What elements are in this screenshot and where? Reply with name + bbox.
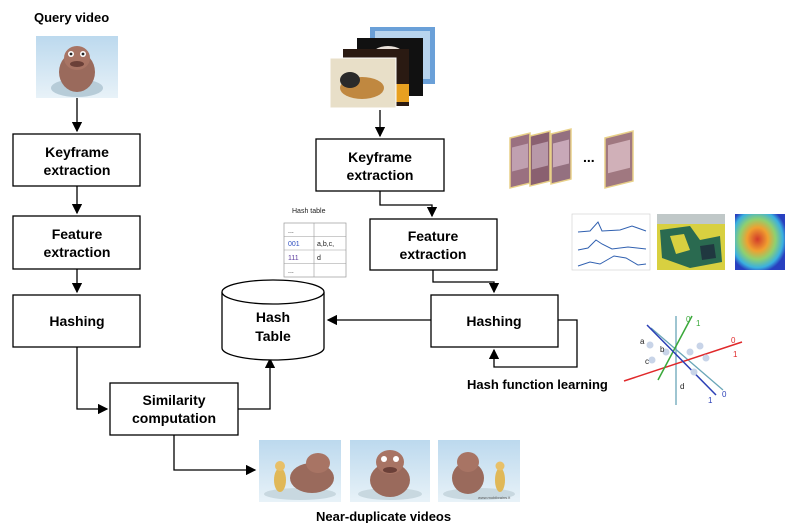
point-label-a: a [640,337,645,346]
mini-hash-table-title: Hash table [292,208,326,215]
hash-table-label-2: Table [255,328,291,344]
feature-map-image [657,214,725,270]
hash-projection-plot: a b c d 0 1 0 1 1 0 [623,315,743,405]
left-keyframe-label-2: extraction [44,162,111,178]
right-keyframe-extraction-box: Keyframe extraction [315,138,445,192]
green-label-1: 1 [696,319,701,328]
mini-row-3-key: 111 [288,255,299,262]
right-feature-label-1: Feature [408,228,459,244]
mini-hash-table: Hash table ... 001 a,b,c, 111 d ... [283,208,347,278]
arrow-right-keyframe-to-feature [379,191,438,218]
near-duplicate-thumbnail-1 [259,440,341,502]
left-keyframe-extraction-box: Keyframe extraction [12,133,141,187]
similarity-label-2: computation [132,410,216,426]
left-feature-label-1: Feature [52,226,103,242]
hash-table-label-1: Hash [256,309,290,325]
arrow-similarity-to-hashtable [238,357,276,410]
right-hashing-label: Hashing [466,313,521,329]
arrow-left-hashing-to-similarity [76,347,109,415]
point-label-c: c [645,357,649,366]
mini-row-2-key: 001 [288,241,300,248]
left-keyframe-label-1: Keyframe [45,144,109,160]
near-duplicate-thumbnail-2 [350,440,430,502]
keyframe-thumbnails: ... [509,128,634,189]
near-duplicate-thumbnail-3: www.mobibrains.it [438,440,520,502]
red-label-1: 1 [733,350,738,359]
left-feature-label-2: extraction [44,244,111,260]
similarity-computation-box: Similarity computation [109,382,239,436]
blue-label-1: 1 [708,396,713,405]
feature-signal-plots [571,213,651,271]
attention-heatmap [735,214,785,270]
database-video-stack [329,27,435,109]
mini-row-4-key: ... [288,268,294,275]
hash-table-cylinder: Hash Table [221,279,325,361]
hash-function-learning-label: Hash function learning [467,377,608,392]
point-label-d: d [680,382,684,391]
green-label-0: 0 [686,315,691,324]
point-label-b: b [660,345,665,354]
hash-function-learning-loop [488,319,578,368]
left-feature-extraction-box: Feature extraction [12,215,141,270]
right-keyframe-label-1: Keyframe [348,149,412,165]
mini-row-3-value: d [317,255,321,262]
mini-row-1-key: ... [288,228,294,235]
right-feature-label-2: extraction [400,246,467,262]
right-keyframe-label-2: extraction [347,167,414,183]
similarity-label-1: Similarity [142,392,205,408]
mini-row-2-value: a,b,c, [317,241,334,248]
thumbnail-watermark: www.mobibrains.it [478,495,511,500]
right-feature-extraction-box: Feature extraction [369,218,498,271]
query-video-thumbnail [36,36,118,98]
arrow-right-feature-to-hashing [432,270,500,294]
red-label-0: 0 [731,336,736,345]
arrow-similarity-to-results [173,435,257,476]
near-duplicate-caption: Near-duplicate videos [316,509,451,523]
blue-label-0: 0 [722,390,727,399]
left-hashing-label: Hashing [49,313,104,329]
left-hashing-box: Hashing [12,294,141,348]
right-hashing-box: Hashing [430,294,559,348]
query-video-caption: Query video [34,10,109,25]
keyframe-ellipsis: ... [583,149,595,165]
